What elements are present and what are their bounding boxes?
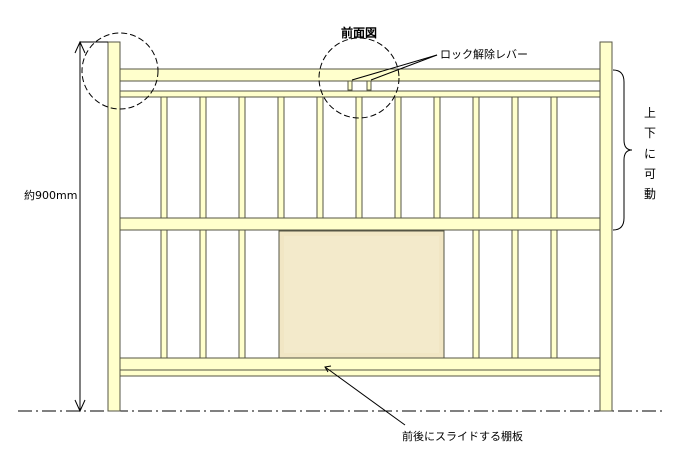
slat — [550, 229, 558, 359]
movable-range-brace — [612, 69, 633, 231]
slat — [199, 96, 207, 219]
panel-texture — [284, 236, 439, 353]
slat — [433, 96, 441, 219]
upper-slats — [160, 96, 558, 219]
lever-leader-line — [351, 54, 438, 81]
slat — [316, 96, 324, 219]
height-label: 約900mm — [24, 188, 77, 202]
lock-lever-left — [347, 80, 353, 91]
movable-label-char: 可 — [644, 167, 656, 181]
slat — [277, 96, 285, 219]
slat — [511, 96, 519, 219]
lever-leader-line — [370, 54, 438, 81]
bottom-rail — [119, 369, 601, 377]
panel-leader-line — [324, 366, 406, 426]
lower-slats — [160, 229, 558, 359]
slat — [472, 96, 480, 219]
lock-release-lever-label: ロック解除レバー — [440, 47, 528, 61]
middle-rail — [119, 217, 601, 231]
arrowhead-down — [74, 399, 86, 413]
upper-inner-rail — [119, 90, 601, 98]
slat — [160, 96, 168, 219]
right-post — [599, 41, 613, 412]
movable-label-char: 動 — [644, 187, 656, 201]
slat — [472, 229, 480, 359]
corner-detail-circle — [81, 32, 159, 110]
movable-label-char: 下 — [644, 126, 656, 140]
lever-detail-circle — [318, 37, 400, 119]
slat — [394, 96, 402, 219]
movable-label-char: 上 — [644, 106, 656, 120]
slat — [160, 229, 168, 359]
slat — [238, 96, 246, 219]
panel-leader-arrowhead — [324, 365, 332, 373]
movable-label-char: に — [644, 147, 656, 161]
slat — [355, 96, 363, 219]
slat — [511, 229, 519, 359]
sliding-panel-label: 前後にスライドする棚板 — [402, 429, 523, 443]
lock-lever-right — [366, 80, 372, 91]
slat — [238, 229, 246, 359]
left-post — [107, 41, 121, 412]
diagram-title: 前面図 — [341, 25, 377, 40]
top-rail — [119, 68, 601, 82]
slat — [550, 96, 558, 219]
slat — [199, 229, 207, 359]
lower-rail — [119, 357, 601, 371]
